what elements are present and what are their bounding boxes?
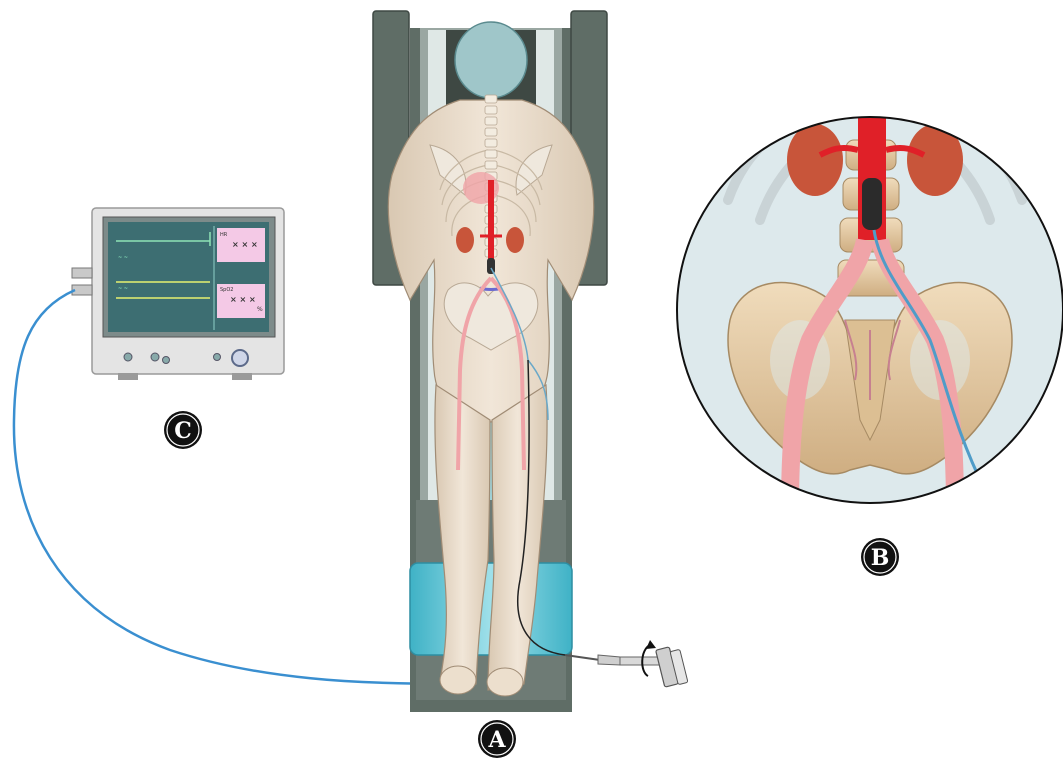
label-c-text: C	[174, 418, 192, 444]
magnified-inset	[677, 100, 1063, 510]
monitor-knob-4	[214, 354, 221, 361]
label-b-text: B	[871, 545, 890, 571]
monitor-knob-3	[163, 357, 170, 364]
monitor-connector-1	[72, 268, 92, 278]
monitor-dial	[232, 350, 248, 366]
kidney-left	[456, 227, 474, 253]
svg-text:~ ~: ~ ~	[118, 286, 128, 292]
label-a-text: A	[487, 727, 506, 753]
monitor-knob-1	[124, 353, 132, 361]
readout-hr-label: HR	[220, 232, 228, 238]
reboa-balloon	[487, 258, 495, 274]
label-c: C	[164, 411, 202, 449]
svg-text:~ ~: ~ ~	[118, 255, 128, 261]
surgical-cap	[455, 22, 527, 98]
readout-hr-value: × × ×	[232, 240, 258, 249]
label-a: A	[478, 720, 516, 758]
monitor-knob-2	[151, 353, 159, 361]
magnified-kidney-left	[787, 124, 843, 196]
readout-spo2-label: SpO2	[220, 287, 233, 293]
kidney-right	[506, 227, 524, 253]
readout-spo2-value: × × ×	[230, 295, 256, 304]
magnified-kidney-right	[907, 124, 963, 196]
patient-monitor: ~ ~ ~ ~ HR × × × SpO2 × × × %	[72, 208, 284, 380]
catheter-handle	[565, 640, 688, 687]
white-banner	[676, 40, 1063, 94]
magnified-reboa-balloon	[862, 178, 882, 230]
readout-spo2-unit: %	[257, 306, 263, 313]
label-b: B	[861, 538, 899, 576]
